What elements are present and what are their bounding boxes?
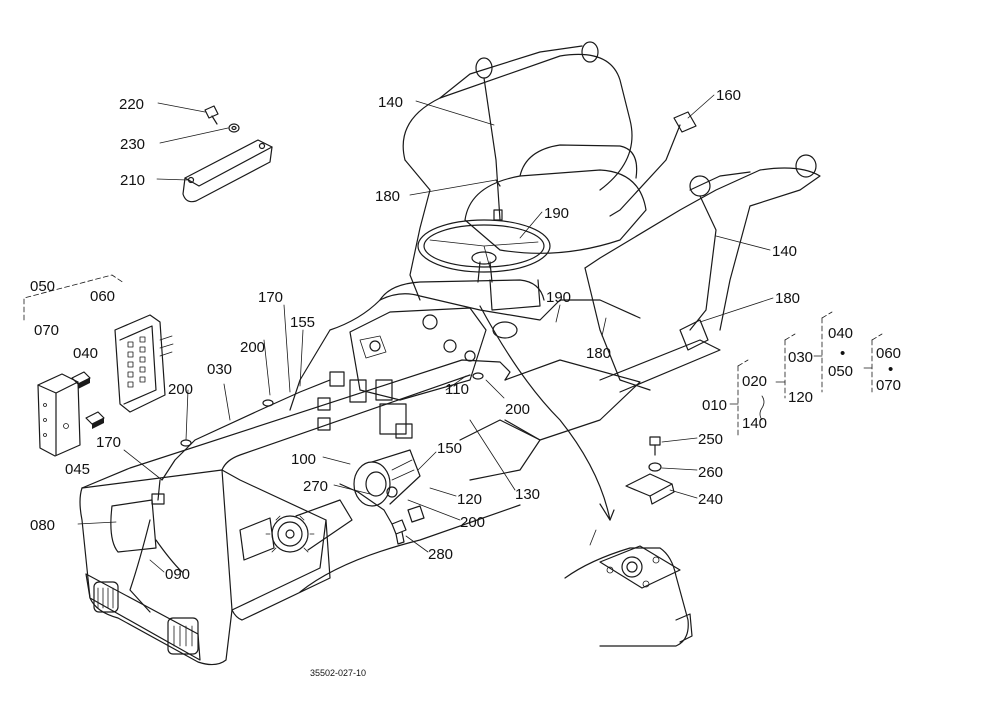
callout-280: 280 bbox=[428, 546, 453, 563]
harness-140-left-drawing bbox=[483, 77, 503, 221]
fuse-box-cover-060-drawing bbox=[114, 314, 174, 413]
chassis-floor-drawing bbox=[459, 359, 641, 481]
tree-dot-1: • bbox=[840, 345, 845, 362]
callout-030: 030 bbox=[207, 361, 232, 378]
clamp-200-drawing bbox=[180, 372, 484, 447]
callout-060: 060 bbox=[90, 288, 115, 305]
callout-270: 270 bbox=[303, 478, 328, 495]
callout-140-right: 140 bbox=[772, 243, 797, 260]
figure-code: 35502-027-10 bbox=[310, 668, 366, 678]
callout-110: 110 bbox=[445, 381, 469, 398]
callout-155: 155 bbox=[290, 314, 315, 331]
tree-140: 140 bbox=[742, 415, 767, 432]
relays-drawing bbox=[317, 371, 413, 439]
callout-130: 130 bbox=[515, 486, 540, 503]
callout-150: 150 bbox=[437, 440, 462, 457]
callout-200-left: 200 bbox=[240, 339, 265, 356]
sensor-280-drawing bbox=[391, 505, 425, 545]
fender-left-drawing bbox=[402, 41, 633, 301]
callout-230: 230 bbox=[120, 136, 145, 153]
callout-100: 100 bbox=[291, 451, 316, 468]
harness-270-drawing bbox=[339, 483, 393, 525]
tree-020: 020 bbox=[742, 373, 767, 390]
fuse-040-drawing bbox=[71, 371, 91, 389]
tree-060: 060 bbox=[876, 345, 901, 362]
callout-190-right: 190 bbox=[546, 289, 571, 306]
callout-200-mid: 200 bbox=[168, 381, 193, 398]
tree-dot-2: • bbox=[888, 361, 893, 378]
callout-250: 250 bbox=[698, 431, 723, 448]
callout-120: 120 bbox=[457, 491, 482, 508]
callout-080: 080 bbox=[30, 517, 55, 534]
hood-drawing bbox=[79, 359, 521, 666]
tree-040: 040 bbox=[828, 325, 853, 342]
bolt-220-drawing bbox=[204, 105, 219, 125]
fuse-045-drawing bbox=[85, 411, 105, 429]
tree-070: 070 bbox=[876, 377, 901, 394]
callout-180-lower: 180 bbox=[586, 345, 611, 362]
callout-200-right: 200 bbox=[505, 401, 530, 418]
tree-030: 030 bbox=[788, 349, 813, 366]
callout-160: 160 bbox=[716, 87, 741, 104]
callout-070: 070 bbox=[34, 322, 59, 339]
assembly-tree-labels: 010 020 140 030 120 040 • 050 060 • 070 bbox=[702, 325, 901, 432]
washer-230-drawing bbox=[228, 123, 240, 133]
callout-210: 210 bbox=[120, 172, 145, 189]
callout-190-top: 190 bbox=[544, 205, 569, 222]
harness-130-drawing bbox=[479, 305, 615, 521]
steering-wheel-drawing bbox=[417, 219, 551, 283]
bolt-250-drawing bbox=[649, 436, 661, 456]
callout-045: 045 bbox=[65, 461, 90, 478]
harness-030-drawing bbox=[151, 293, 641, 505]
callout-180-top: 180 bbox=[375, 188, 400, 205]
fender-right-drawing bbox=[584, 154, 821, 393]
rear-hitch-drawing bbox=[564, 545, 693, 647]
callout-180-right: 180 bbox=[775, 290, 800, 307]
callout-240: 240 bbox=[698, 491, 723, 508]
alternator-drawing bbox=[265, 499, 353, 553]
tree-050: 050 bbox=[828, 363, 853, 380]
callout-170-left: 170 bbox=[96, 434, 121, 451]
harness-090-drawing bbox=[129, 519, 183, 613]
callout-200-bottom: 200 bbox=[460, 514, 485, 531]
tree-120: 120 bbox=[788, 389, 813, 406]
washer-260-drawing bbox=[648, 462, 662, 472]
bracket-210-drawing bbox=[182, 139, 273, 203]
starter-motor-drawing bbox=[353, 449, 421, 507]
callout-labels: 220 230 210 140 160 180 190 140 050 060 … bbox=[30, 87, 800, 583]
harness-160-drawing bbox=[609, 111, 697, 217]
assembly-tree-lines bbox=[729, 311, 883, 437]
callout-040: 040 bbox=[73, 345, 98, 362]
bracket-240-drawing bbox=[625, 473, 675, 505]
harness-140-right-drawing bbox=[689, 195, 717, 331]
callout-090: 090 bbox=[165, 566, 190, 583]
fuse-box-group-050-outline bbox=[23, 274, 125, 321]
callout-140-top: 140 bbox=[378, 94, 403, 111]
callout-050-group: 050 bbox=[30, 278, 55, 295]
fuse-holder-070-drawing bbox=[37, 373, 81, 457]
callout-220: 220 bbox=[119, 96, 144, 113]
tree-010: 010 bbox=[702, 397, 727, 414]
leader-lines bbox=[77, 94, 774, 573]
callout-170-top: 170 bbox=[258, 289, 283, 306]
seat-drawing bbox=[464, 144, 647, 254]
callout-260: 260 bbox=[698, 464, 723, 481]
